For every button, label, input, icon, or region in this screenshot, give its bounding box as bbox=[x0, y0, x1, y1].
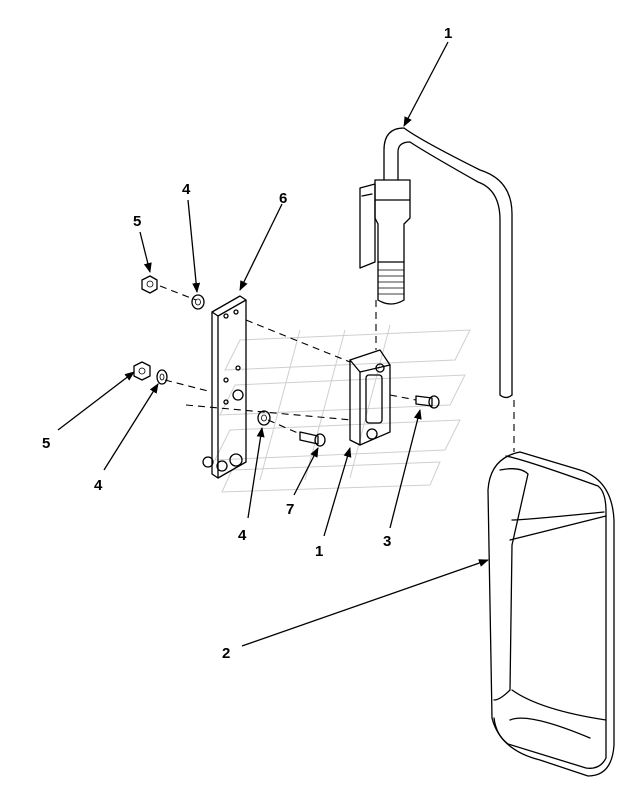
washer-top bbox=[191, 294, 205, 310]
mounting-plate bbox=[202, 295, 247, 479]
callout-4-left: 4 bbox=[94, 477, 103, 494]
mirror-arm bbox=[383, 127, 513, 399]
callout-5-top: 5 bbox=[133, 213, 141, 230]
callout-3: 3 bbox=[383, 533, 391, 550]
bolt-7 bbox=[299, 431, 326, 447]
mirror-head bbox=[487, 451, 615, 777]
nut-left bbox=[133, 361, 151, 381]
swivel-clamp bbox=[359, 179, 411, 305]
washer-middle bbox=[257, 410, 271, 426]
callout-5-left: 5 bbox=[42, 435, 50, 452]
watermark-logo bbox=[214, 324, 471, 493]
bracket-block bbox=[349, 349, 391, 446]
washer-left bbox=[156, 369, 168, 385]
callout-4-bottom: 4 bbox=[238, 527, 247, 544]
callout-6: 6 bbox=[279, 190, 287, 207]
nut-top bbox=[141, 275, 158, 294]
leader-lines bbox=[57, 41, 489, 647]
callout-7: 7 bbox=[286, 501, 294, 518]
bolt-3 bbox=[415, 395, 440, 409]
callout-1-bracket: 1 bbox=[315, 543, 323, 560]
callout-1-arm: 1 bbox=[444, 25, 452, 42]
callout-2: 2 bbox=[222, 645, 230, 662]
callout-4-top: 4 bbox=[182, 181, 191, 198]
assembly-lines bbox=[159, 285, 515, 452]
